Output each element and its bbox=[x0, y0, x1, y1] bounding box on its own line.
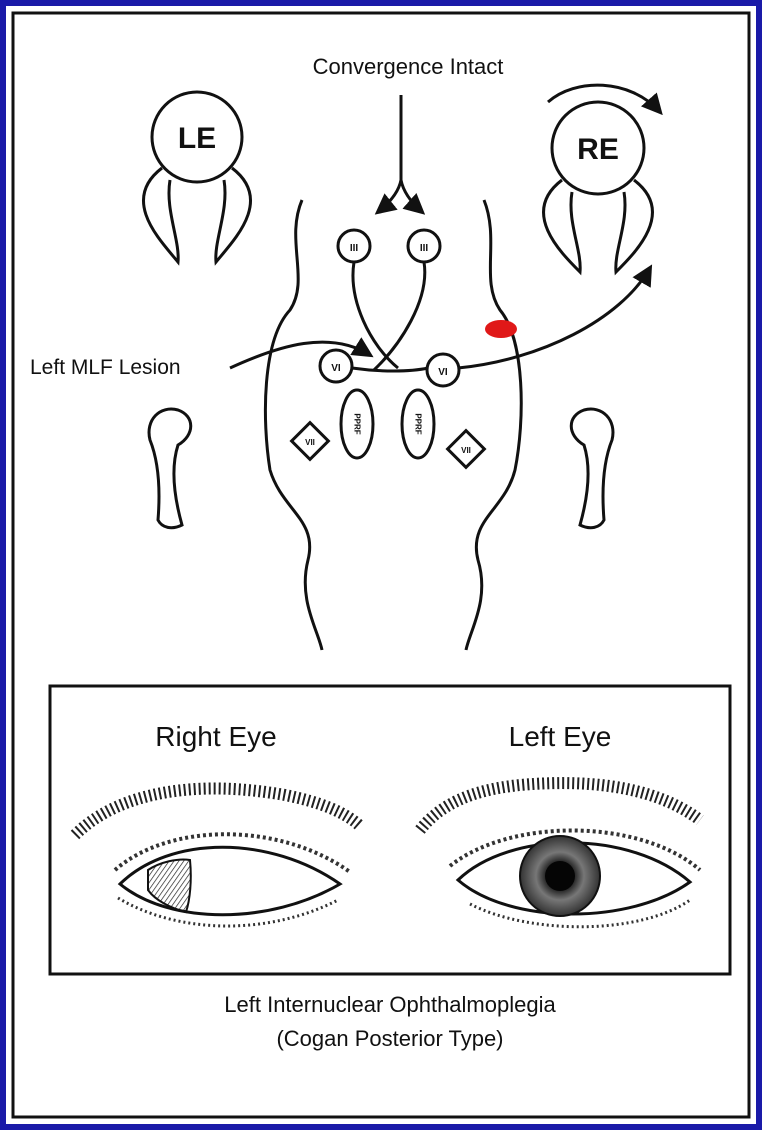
right-peduncle bbox=[571, 409, 613, 528]
pprf-right-label: PPRF bbox=[414, 413, 423, 434]
nucleus-vi-right: VI bbox=[427, 354, 459, 386]
lesion-label: Left MLF Lesion bbox=[30, 356, 181, 379]
nucleus-vii-left-label: VII bbox=[305, 438, 315, 447]
nucleus-vi-right-label: VI bbox=[438, 367, 448, 378]
right-eye-rotation-arrow bbox=[548, 85, 660, 112]
left-eye-title: Left Eye bbox=[509, 721, 612, 752]
right-eye-label: RE bbox=[577, 133, 619, 166]
caption-line-1: Left Internuclear Ophthalmoplegia bbox=[224, 992, 556, 1017]
left-eye-label: LE bbox=[178, 122, 216, 155]
pprf-right: PPRF bbox=[402, 390, 434, 458]
nucleus-iii-left: III bbox=[338, 230, 370, 262]
nucleus-vi-left: VI bbox=[320, 350, 352, 382]
left-peduncle bbox=[149, 409, 191, 528]
nucleus-iii-right: III bbox=[408, 230, 440, 262]
left-eye-orbit bbox=[143, 92, 250, 262]
caption-line-2: (Cogan Posterior Type) bbox=[276, 1026, 503, 1051]
right-eye-title: Right Eye bbox=[155, 721, 276, 752]
right-eye-orbit bbox=[544, 102, 653, 272]
lesion-marker bbox=[485, 320, 517, 338]
pprf-left-label: PPRF bbox=[353, 413, 362, 434]
nucleus-vii-left: VII bbox=[292, 423, 329, 460]
pprf-left: PPRF bbox=[341, 390, 373, 458]
nucleus-iii-right-label: III bbox=[420, 243, 429, 254]
nucleus-vii-right-label: VII bbox=[461, 446, 471, 455]
nucleus-iii-left-label: III bbox=[350, 243, 359, 254]
left-eye-pupil bbox=[545, 861, 575, 891]
brainstem-outline bbox=[265, 200, 521, 650]
eyes-illustration-box bbox=[50, 686, 730, 974]
convergence-arrow bbox=[378, 95, 422, 212]
convergence-label: Convergence Intact bbox=[313, 54, 504, 79]
nucleus-vi-left-label: VI bbox=[331, 363, 341, 374]
mlf-pathways bbox=[352, 262, 650, 371]
nucleus-vii-right: VII bbox=[448, 431, 485, 468]
